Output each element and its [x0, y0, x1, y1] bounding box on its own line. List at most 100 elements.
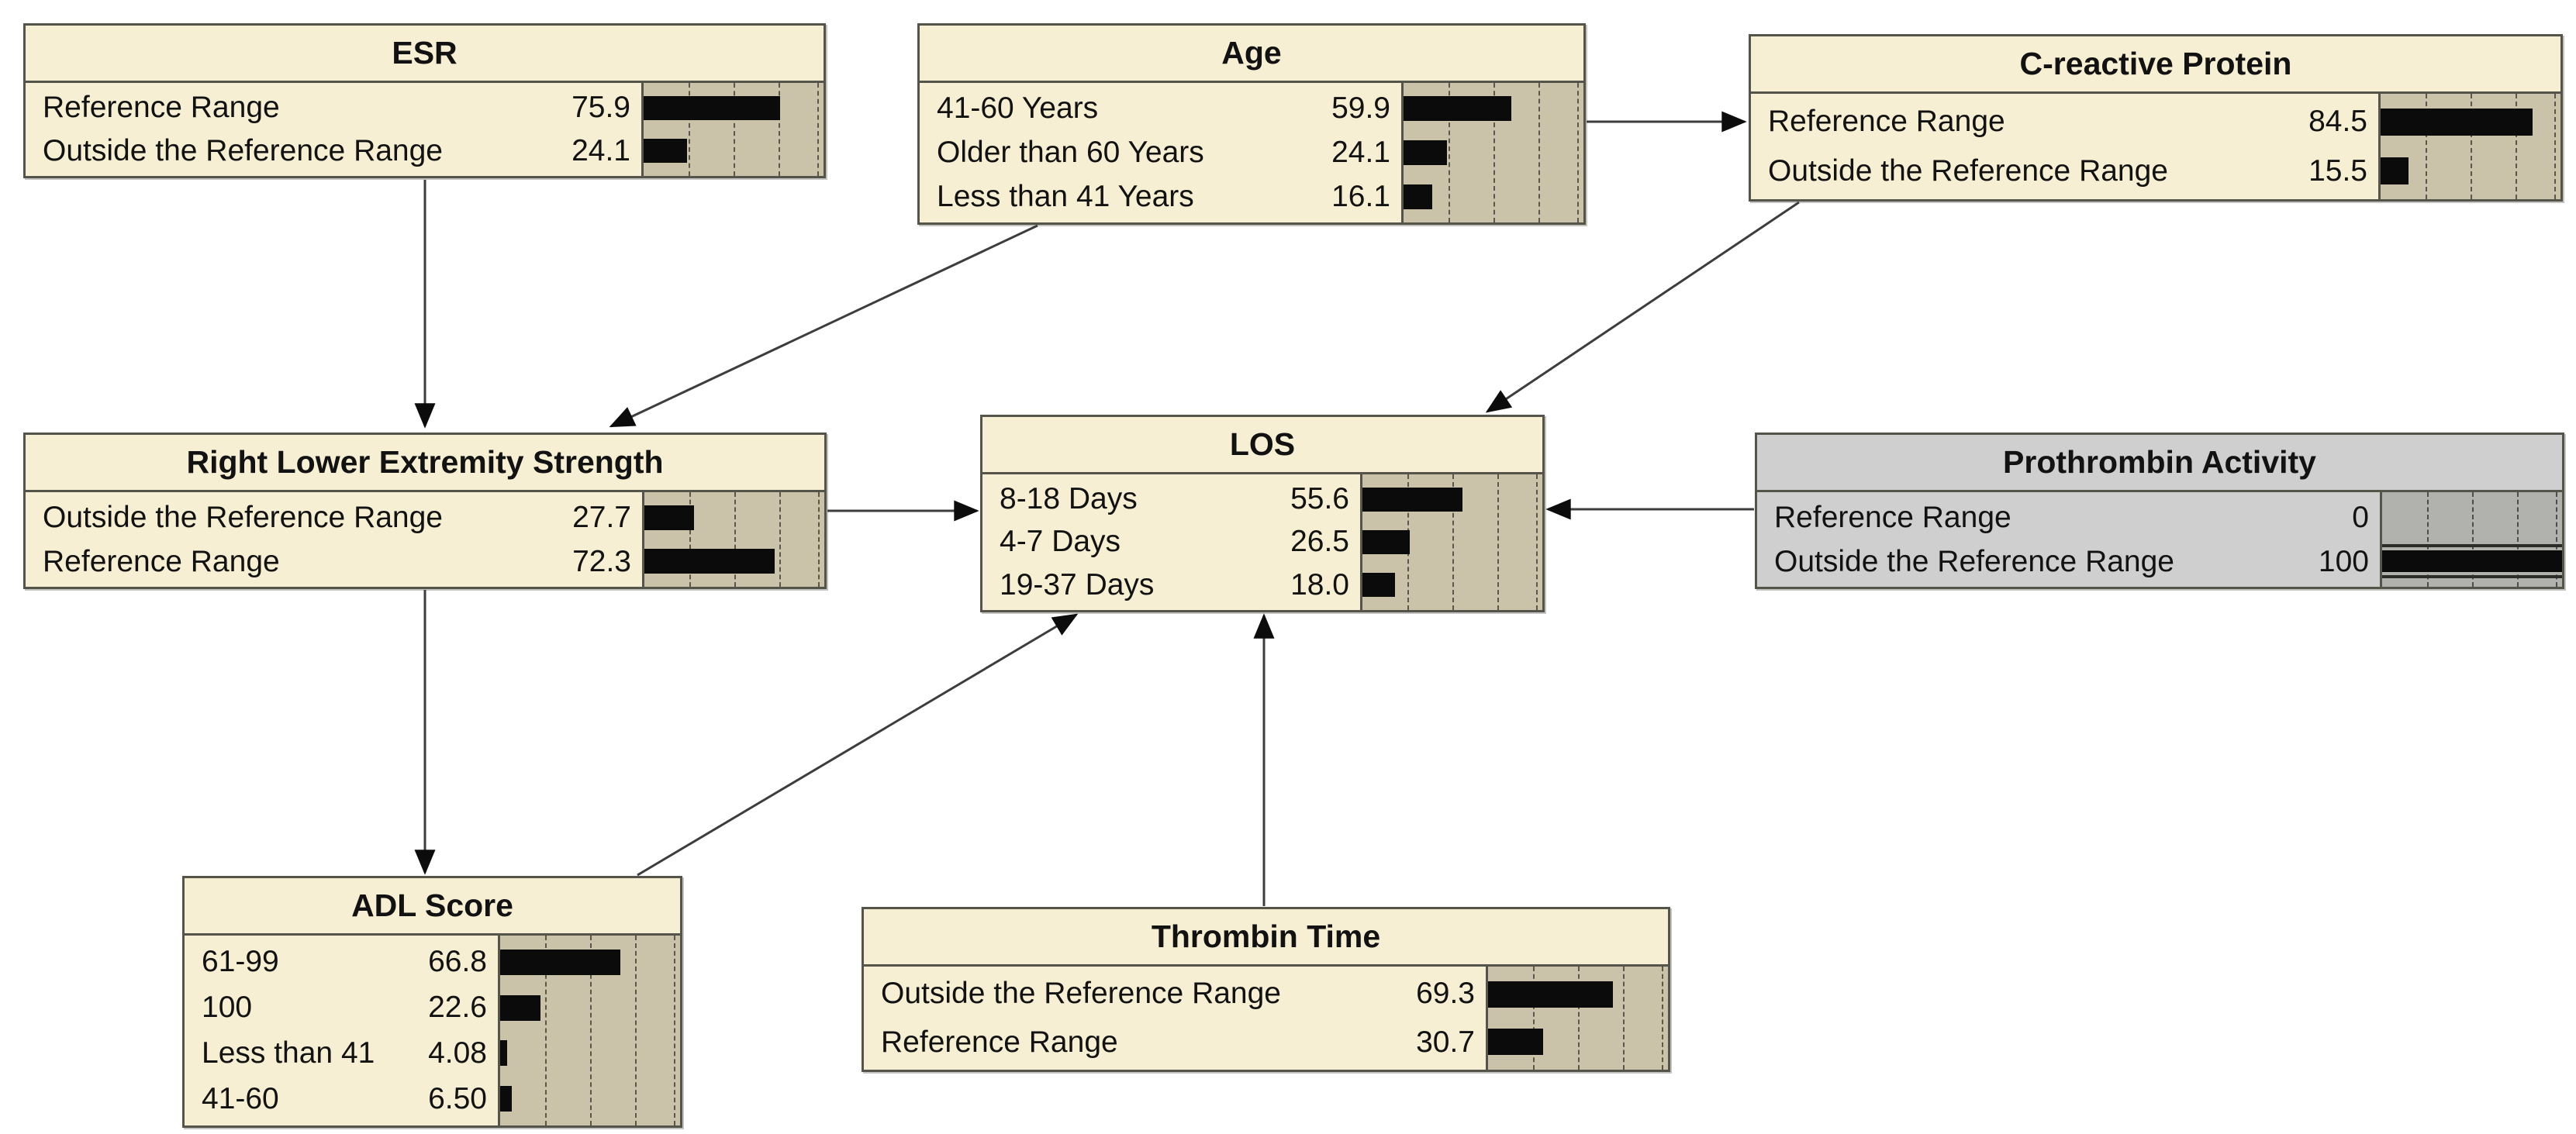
node-title: ESR [26, 26, 824, 83]
grid-line [2471, 94, 2472, 199]
grid-line [674, 936, 675, 1125]
probability-bar-area [2380, 492, 2562, 587]
node-prothrombin-activity[interactable]: Prothrombin Activity Reference Range 0 O… [1755, 433, 2564, 589]
bar-slot [500, 1031, 680, 1077]
probability-bar [500, 994, 541, 1021]
state-row: 19-37 Days 18.0 [1000, 568, 1360, 602]
probability-bar [1404, 184, 1433, 209]
node-c-reactive-protein[interactable]: C-reactive Protein Reference Range 84.5 … [1749, 34, 2563, 202]
grid-line [1623, 967, 1625, 1070]
state-row: 4-7 Days 26.5 [1000, 525, 1360, 559]
grid-line [818, 492, 820, 587]
probability-bar [500, 1040, 508, 1067]
state-value: 66.8 [428, 944, 487, 978]
state-value: 27.7 [572, 500, 631, 534]
state-label: Less than 41 Years [937, 180, 1194, 214]
grid-line [2554, 94, 2556, 199]
state-value: 6.50 [428, 1082, 487, 1116]
bar-slot [644, 87, 824, 129]
bar-slot [644, 129, 824, 172]
node-esr[interactable]: ESR Reference Range 75.9 Outside the Ref… [23, 23, 826, 178]
probability-bar [1362, 488, 1462, 512]
state-value: 26.5 [1290, 525, 1349, 559]
state-label: Less than 41 [202, 1036, 375, 1070]
node-adl-score[interactable]: ADL Score 61-99 66.8 100 22.6 Less than … [182, 876, 682, 1128]
state-row: Outside the Reference Range 100 [1774, 545, 2380, 579]
state-row: Reference Range 0 [1774, 501, 2380, 535]
state-row: Outside the Reference Range 15.5 [1768, 154, 2378, 188]
bar-slot [2381, 146, 2560, 195]
grid-line [779, 83, 780, 176]
probability-bar [644, 96, 781, 120]
state-row: 100 22.6 [202, 991, 498, 1025]
probability-bar [2381, 157, 2409, 185]
bar-slot [1404, 131, 1583, 175]
bar-slot [1362, 521, 1542, 564]
node-body: Outside the Reference Range 69.3 Referen… [864, 967, 1668, 1070]
state-value: 15.5 [2308, 154, 2367, 188]
grid-line [689, 492, 691, 587]
bar-slot [2381, 98, 2560, 146]
node-right-lower-extremity-strength[interactable]: Right Lower Extremity Strength Outside t… [23, 433, 827, 589]
state-list: 41-60 Years 59.9 Older than 60 Years 24.… [920, 83, 1401, 222]
state-label: Older than 60 Years [937, 135, 1204, 169]
state-label: 100 [202, 990, 253, 1024]
grid-line [734, 492, 736, 587]
state-row: Older than 60 Years 24.1 [937, 136, 1401, 170]
grid-line [2517, 492, 2519, 587]
grid-line [1452, 474, 1454, 610]
probability-bar-area [498, 936, 680, 1125]
state-row: Less than 41 Years 16.1 [937, 180, 1401, 214]
state-label: Reference Range [1768, 105, 2005, 138]
state-row: 41-60 Years 59.9 [937, 91, 1401, 126]
bar-slot [2382, 496, 2562, 539]
state-list: 8-18 Days 55.6 4-7 Days 26.5 19-37 Days … [982, 474, 1360, 610]
state-list: 61-99 66.8 100 22.6 Less than 41 4.08 41… [185, 936, 498, 1125]
node-title: Thrombin Time [864, 909, 1668, 967]
node-body: Reference Range 0 Outside the Reference … [1757, 492, 2562, 587]
bar-slot [500, 939, 680, 985]
state-label: Reference Range [43, 544, 280, 578]
state-row: 8-18 Days 55.6 [1000, 482, 1360, 516]
node-title: Prothrombin Activity [1757, 435, 2562, 492]
state-label: Outside the Reference Range [43, 500, 443, 534]
node-thrombin-time[interactable]: Thrombin Time Outside the Reference Rang… [862, 907, 1670, 1072]
grid-line [590, 936, 592, 1125]
probability-bar [2382, 550, 2562, 572]
probability-bar [644, 549, 775, 574]
state-value: 24.1 [1331, 135, 1390, 169]
state-list: Outside the Reference Range 69.3 Referen… [864, 967, 1486, 1070]
node-age[interactable]: Age 41-60 Years 59.9 Older than 60 Years… [917, 23, 1586, 225]
edge-c-reactive-protein-to-los [1485, 201, 1800, 413]
node-body: Reference Range 84.5 Outside the Referen… [1751, 94, 2560, 199]
bar-slot [1404, 87, 1583, 131]
grid-line [1538, 83, 1540, 222]
state-value: 55.6 [1290, 481, 1349, 515]
probability-bar-area [1360, 474, 1542, 610]
state-row: Reference Range 84.5 [1768, 105, 2378, 139]
state-label: Outside the Reference Range [1768, 154, 2168, 188]
bar-slot [1488, 970, 1668, 1019]
state-label: 4-7 Days [1000, 525, 1121, 559]
state-label: Reference Range [43, 91, 280, 124]
bar-slot [500, 985, 680, 1031]
state-row: Reference Range 75.9 [43, 91, 641, 125]
state-value: 22.6 [428, 990, 487, 1024]
node-title: ADL Score [185, 878, 680, 936]
state-label: 61-99 [202, 944, 279, 978]
edge-age-to-right-lower-extremity-strength [609, 224, 1038, 428]
grid-line [1578, 967, 1580, 1070]
grid-line [779, 492, 781, 587]
state-value: 0 [2352, 500, 2369, 534]
state-value: 100 [2318, 544, 2369, 578]
grid-line [2427, 492, 2429, 587]
grid-line [2516, 94, 2517, 199]
node-body: 61-99 66.8 100 22.6 Less than 41 4.08 41… [185, 936, 680, 1125]
node-los[interactable]: LOS 8-18 Days 55.6 4-7 Days 26.5 19-37 D… [980, 415, 1545, 612]
grid-line [1493, 83, 1495, 222]
state-value: 75.9 [571, 91, 630, 124]
bar-slot [500, 1076, 680, 1122]
state-value: 4.08 [428, 1036, 487, 1070]
probability-bar-area [1486, 967, 1668, 1070]
